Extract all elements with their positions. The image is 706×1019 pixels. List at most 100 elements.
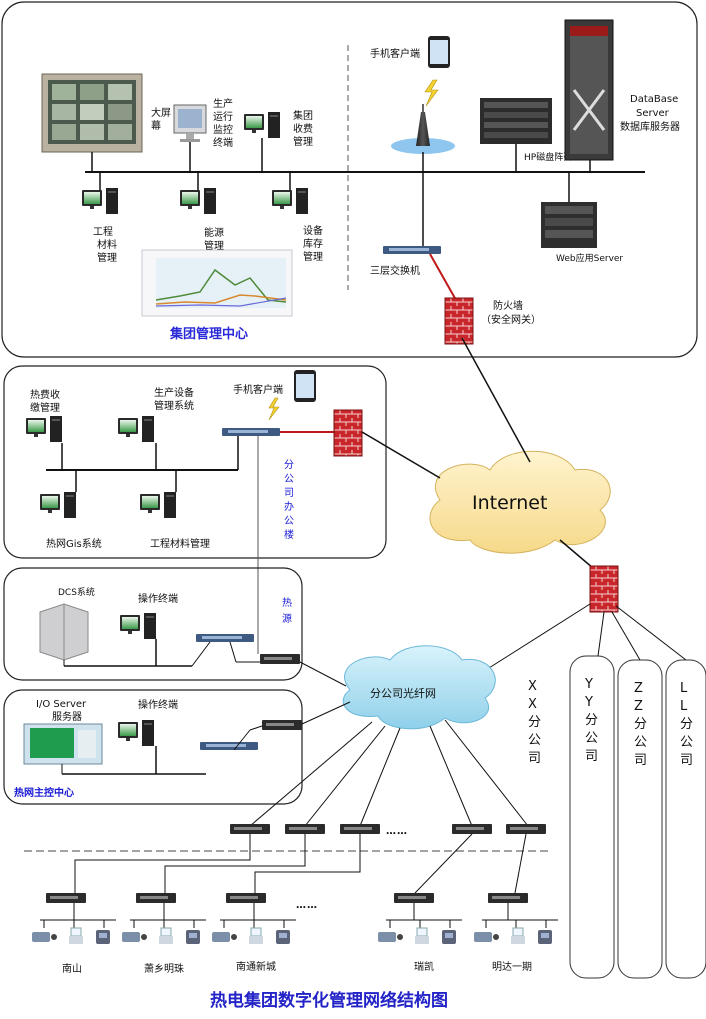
inventory-label-2: 库存 — [303, 237, 323, 250]
io-server-label-1: I/O Server — [36, 699, 87, 710]
route-xiaoxiang — [164, 834, 306, 893]
station-ellipsis: …… — [296, 900, 318, 911]
yy-char: 分 — [585, 713, 598, 728]
route-ruikai — [414, 833, 473, 894]
branch-mobile-label: 手机客户端 — [233, 383, 283, 396]
station-switch-xiaoxiang-icon — [136, 893, 176, 903]
io-server-panel-icon — [23, 723, 103, 765]
station-switch-nantong-icon — [226, 893, 266, 903]
energy-chart-screenshot — [141, 249, 293, 317]
billing-label-2: 收费 — [293, 122, 313, 135]
fw-ll-link — [615, 605, 687, 661]
center-to-internet — [461, 337, 531, 463]
fiber-label: 分公司光纤网 — [370, 686, 436, 700]
eng-materials-label-1: 工程 — [93, 226, 113, 238]
station-switch-ruikai-icon — [394, 893, 434, 903]
heat-router-icon — [260, 654, 300, 664]
heat-router-link — [229, 641, 237, 663]
gis-label: 热网Gis系统 — [46, 537, 102, 550]
zz-company-box — [617, 659, 663, 979]
yy-char: Y — [584, 695, 593, 710]
switch-firewall-link — [429, 253, 457, 301]
station-router-5-icon — [506, 824, 546, 834]
station-label-xiaoxiang: 萧乡明珠 — [144, 962, 184, 975]
heat-terminal-label: 操作终端 — [138, 592, 178, 605]
ll-char: L — [680, 699, 688, 714]
yy-char: 公 — [585, 731, 598, 746]
web-server-label: Web应用Server — [556, 252, 623, 264]
branch-title-char: 公 — [284, 516, 294, 527]
route-mingda — [514, 833, 527, 894]
fiber-cloud-icon — [342, 645, 496, 730]
heat-source-title-2: 源 — [282, 612, 292, 625]
branch-title-char: 公 — [284, 474, 294, 485]
zz-char: 分 — [634, 717, 647, 732]
prod-equip-label-1: 生产设备 — [154, 386, 194, 399]
branch-wireless-bolt-icon — [268, 397, 280, 421]
dcs-label: DCS系统 — [58, 586, 95, 598]
xx-char: 公 — [528, 733, 541, 748]
station-label-nanshan: 南山 — [62, 962, 82, 975]
fiber-r2 — [304, 725, 386, 827]
big-screen-label-2: 幕 — [151, 119, 161, 132]
energy-label-1: 能源 — [204, 226, 224, 239]
zz-char: Z — [634, 681, 643, 696]
ll-char: 司 — [680, 753, 693, 768]
big-screen-icon — [41, 73, 143, 153]
branch-title-char: 楼 — [284, 528, 294, 541]
heat-fee-label-1: 热费收 — [30, 388, 60, 401]
center-mobile-label: 手机客户端 — [370, 47, 420, 60]
ll-char: 分 — [680, 717, 693, 732]
control-router-icon — [262, 720, 302, 730]
station-switch-nanshan-icon — [46, 893, 86, 903]
station-router-3-icon — [340, 824, 380, 834]
internet-cloud-icon — [429, 450, 611, 554]
control-switch-icon — [200, 742, 258, 750]
mobile-phone-icon — [428, 36, 450, 68]
gis-pc-icon — [40, 492, 76, 518]
heat-to-fiber — [299, 661, 347, 687]
firewall-label-1: 防火墙 — [493, 299, 523, 312]
branch-firewall-icon — [333, 409, 363, 457]
branch-office-border — [3, 365, 387, 559]
fw-zz-link — [611, 611, 641, 661]
center-title: 集团管理中心 — [169, 326, 248, 342]
router-ellipsis: …… — [386, 826, 408, 837]
control-center-border — [3, 689, 303, 805]
internet-label: Internet — [472, 492, 547, 514]
materials-mgmt-label: 工程材料管理 — [150, 537, 210, 550]
fw-yy-link — [597, 611, 605, 657]
big-screen-label-1: 大屏 — [151, 106, 171, 119]
monitor-terminal-icon — [173, 104, 207, 142]
prod-equip-pc-icon — [118, 416, 154, 442]
heat-fee-label-2: 缴管理 — [30, 401, 60, 414]
ll-company-box — [665, 659, 706, 979]
control-to-fiber — [301, 701, 351, 725]
control-center-title: 热网主控中心 — [14, 786, 74, 799]
db-label-1: DataBase — [630, 94, 678, 105]
zz-char: Z — [634, 699, 643, 714]
billing-pc-icon — [244, 112, 280, 138]
ll-company-label: L L 分 公 司 — [680, 681, 693, 768]
prod-equip-label-2: 管理系统 — [154, 399, 194, 412]
heat-switch-icon — [196, 634, 254, 642]
center-region-border — [1, 1, 698, 358]
materials-pc-icon — [82, 188, 118, 214]
fiber-r5 — [444, 719, 529, 827]
hp-disk-array-icon — [480, 98, 552, 144]
eng-materials-label-3: 管理 — [97, 251, 117, 264]
right-firewall-icon — [589, 565, 619, 613]
xx-char: 司 — [528, 751, 541, 766]
station-devices-xiaoxiang — [122, 903, 206, 945]
yy-company-label: Y Y 分 公 司 — [584, 677, 598, 764]
prod-monitor-label-3: 监控 — [213, 123, 233, 136]
cell-tower-icon — [391, 104, 455, 154]
control-router-link-2 — [249, 725, 263, 731]
web-server-icon — [541, 202, 597, 248]
center-firewall-icon — [444, 297, 474, 345]
database-server-rack-icon — [564, 19, 614, 161]
control-terminal-pc-icon — [118, 720, 154, 746]
billing-label-1: 集团 — [293, 109, 313, 122]
xx-company-label: X X 分 公 司 — [528, 679, 541, 766]
